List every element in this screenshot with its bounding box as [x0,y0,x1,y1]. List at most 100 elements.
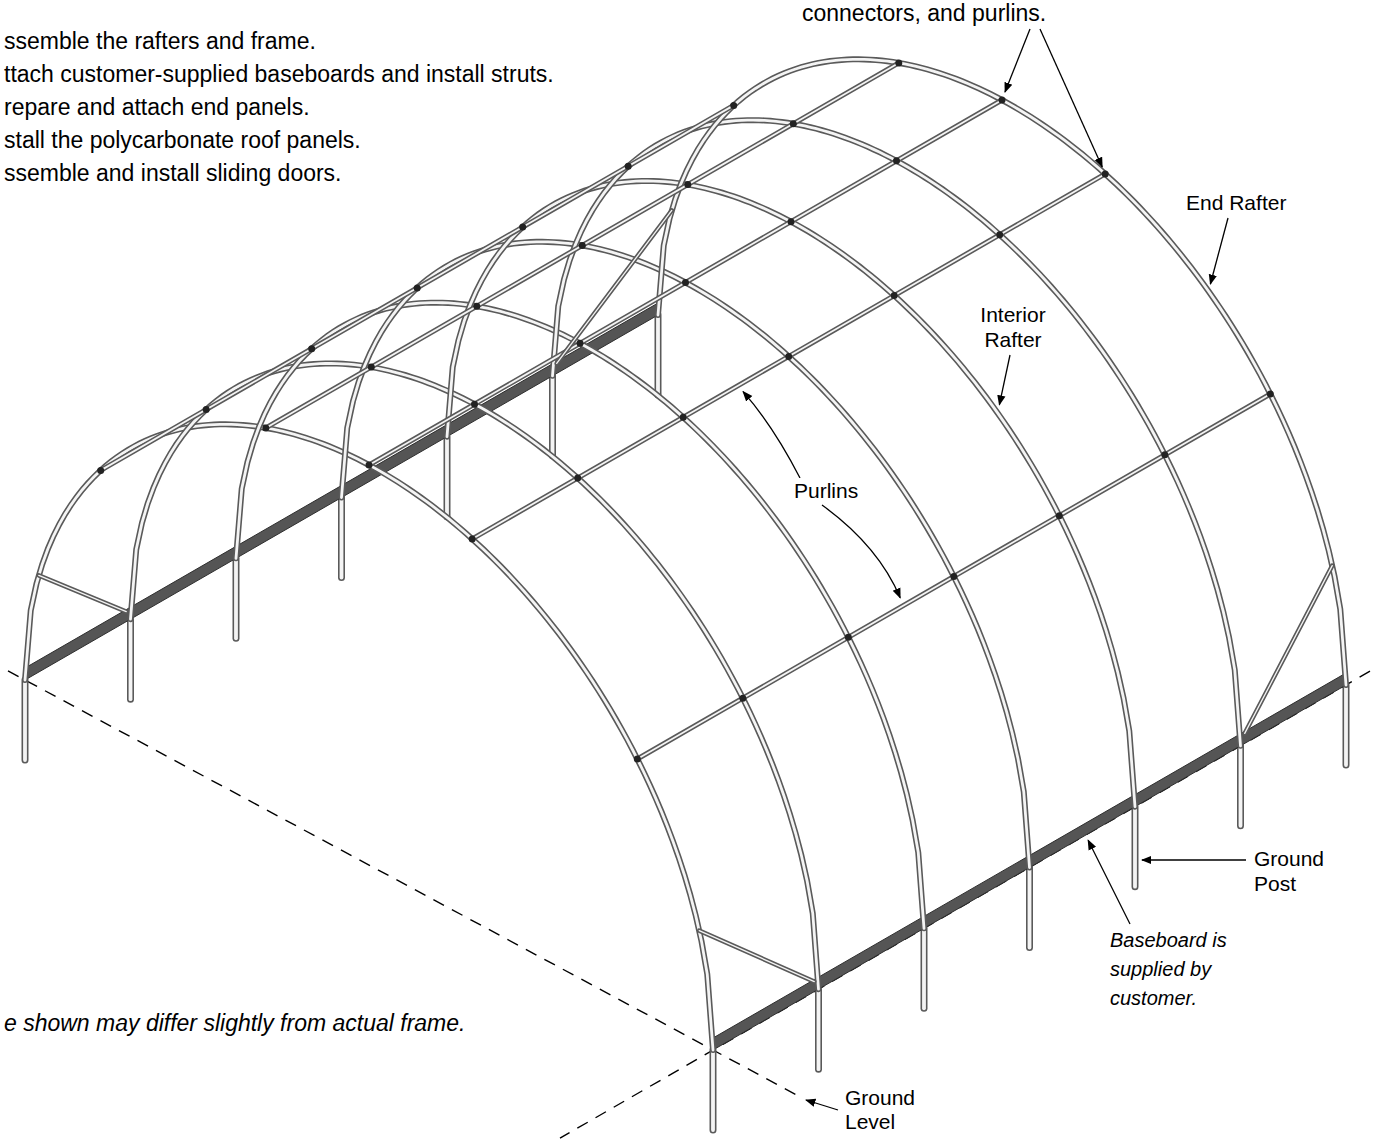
connector [519,224,526,231]
connector [682,279,689,286]
strut-core [39,575,127,611]
leader-line [999,355,1010,405]
connector [788,218,795,225]
interior-rafter [236,303,924,929]
ground-post-core [1239,746,1243,826]
note-label: e shown may differ slightly from actual … [2,1010,467,1038]
leader-lines [743,29,1246,1110]
note-label: Baseboard is supplied by customer. [1108,926,1234,1013]
ground-level-lines [8,671,1370,1138]
callout-label-box: connectors, and purlins. [800,0,1048,28]
strut-core [1245,566,1333,734]
connector [730,102,737,109]
connector [574,475,581,482]
part-label-box: Ground Level [843,1086,923,1134]
strut [39,575,127,611]
leader-line [1088,840,1130,924]
interior-rafter [131,363,819,989]
leader-line [1005,29,1030,92]
instruction-step: ttach customer-supplied baseboards and i… [2,61,556,89]
connector [471,401,478,408]
part-label: Purlins [792,478,860,503]
connector [579,242,586,249]
ground-post-core [129,619,133,699]
ground-post [815,989,822,1069]
ground-post-core [340,498,344,578]
ground-line [560,671,1370,1138]
strut-core [699,931,814,982]
ground-post [921,928,928,1008]
connector [785,353,792,360]
leader-line [1210,218,1228,284]
ground-post [127,619,134,699]
ground-post [22,680,29,760]
purlin [266,63,899,428]
baseboards [25,303,1346,1050]
connector [999,97,1006,104]
purlin-core [266,63,899,428]
part-label-box: Interior Rafter [975,302,1051,352]
ground-post-core [445,437,449,517]
note-label-box: Baseboard is supplied by customer. [1108,926,1234,1013]
connector [895,59,902,66]
part-label: Interior Rafter [975,302,1051,352]
connector [366,462,373,469]
ground-post [1026,868,1033,948]
connector [790,120,797,127]
end-rafter [25,424,713,1050]
connector [473,303,480,310]
ground-post-core [1133,807,1137,887]
ground-post [1132,807,1139,887]
ground-post [338,498,345,578]
connector [577,340,584,347]
interior-rafter [342,242,1030,868]
part-label-box: Purlins [792,478,860,503]
part-label-box: End Rafter [1184,190,1288,215]
interior-rafter-core [131,363,819,989]
part-label: Ground Level [843,1086,923,1134]
ground-post-core [234,558,238,638]
ground-post-core [711,1050,715,1130]
instruction-step: ssemble the rafters and frame. [2,28,318,56]
strut-core [557,210,672,363]
connector [308,345,315,352]
leader-line [743,392,800,478]
ground-post [1343,685,1350,765]
instruction-step-box: repare and attach end panels. [2,94,312,122]
purlin [472,174,1105,539]
strut [557,210,672,363]
connector [368,364,375,371]
strut [699,931,814,982]
connector [1056,512,1063,519]
ground-post-core [656,315,660,395]
ground-post [233,558,240,638]
connector [262,424,269,431]
connector [680,414,687,421]
end-rafter-core [25,424,713,1050]
connector [950,573,957,580]
instruction-step-box: ttach customer-supplied baseboards and i… [2,61,556,89]
purlin [637,394,1270,759]
leader-line [1142,859,1246,860]
instruction-step: repare and attach end panels. [2,94,312,122]
connector [996,231,1003,238]
instruction-step-box: ssemble the rafters and frame. [2,28,318,56]
connector [414,284,421,291]
ground-post-core [922,928,926,1008]
interior-rafter-core [342,242,1030,868]
connector [203,406,210,413]
ground-post-core [551,376,555,456]
connector [891,292,898,299]
connector [97,467,104,474]
connector [1102,170,1109,177]
ground-post-core [817,989,821,1069]
connector [739,695,746,702]
part-label-box: Ground Post [1252,846,1332,896]
rafters-and-purlins [25,59,1346,1050]
part-label: End Rafter [1184,190,1288,215]
ground-posts [25,315,1346,1130]
instruction-step-box: ssemble and install sliding doors. [2,160,344,188]
purlin-core [369,100,1002,465]
part-label: Ground Post [1252,846,1332,896]
ground-post [1237,746,1244,826]
